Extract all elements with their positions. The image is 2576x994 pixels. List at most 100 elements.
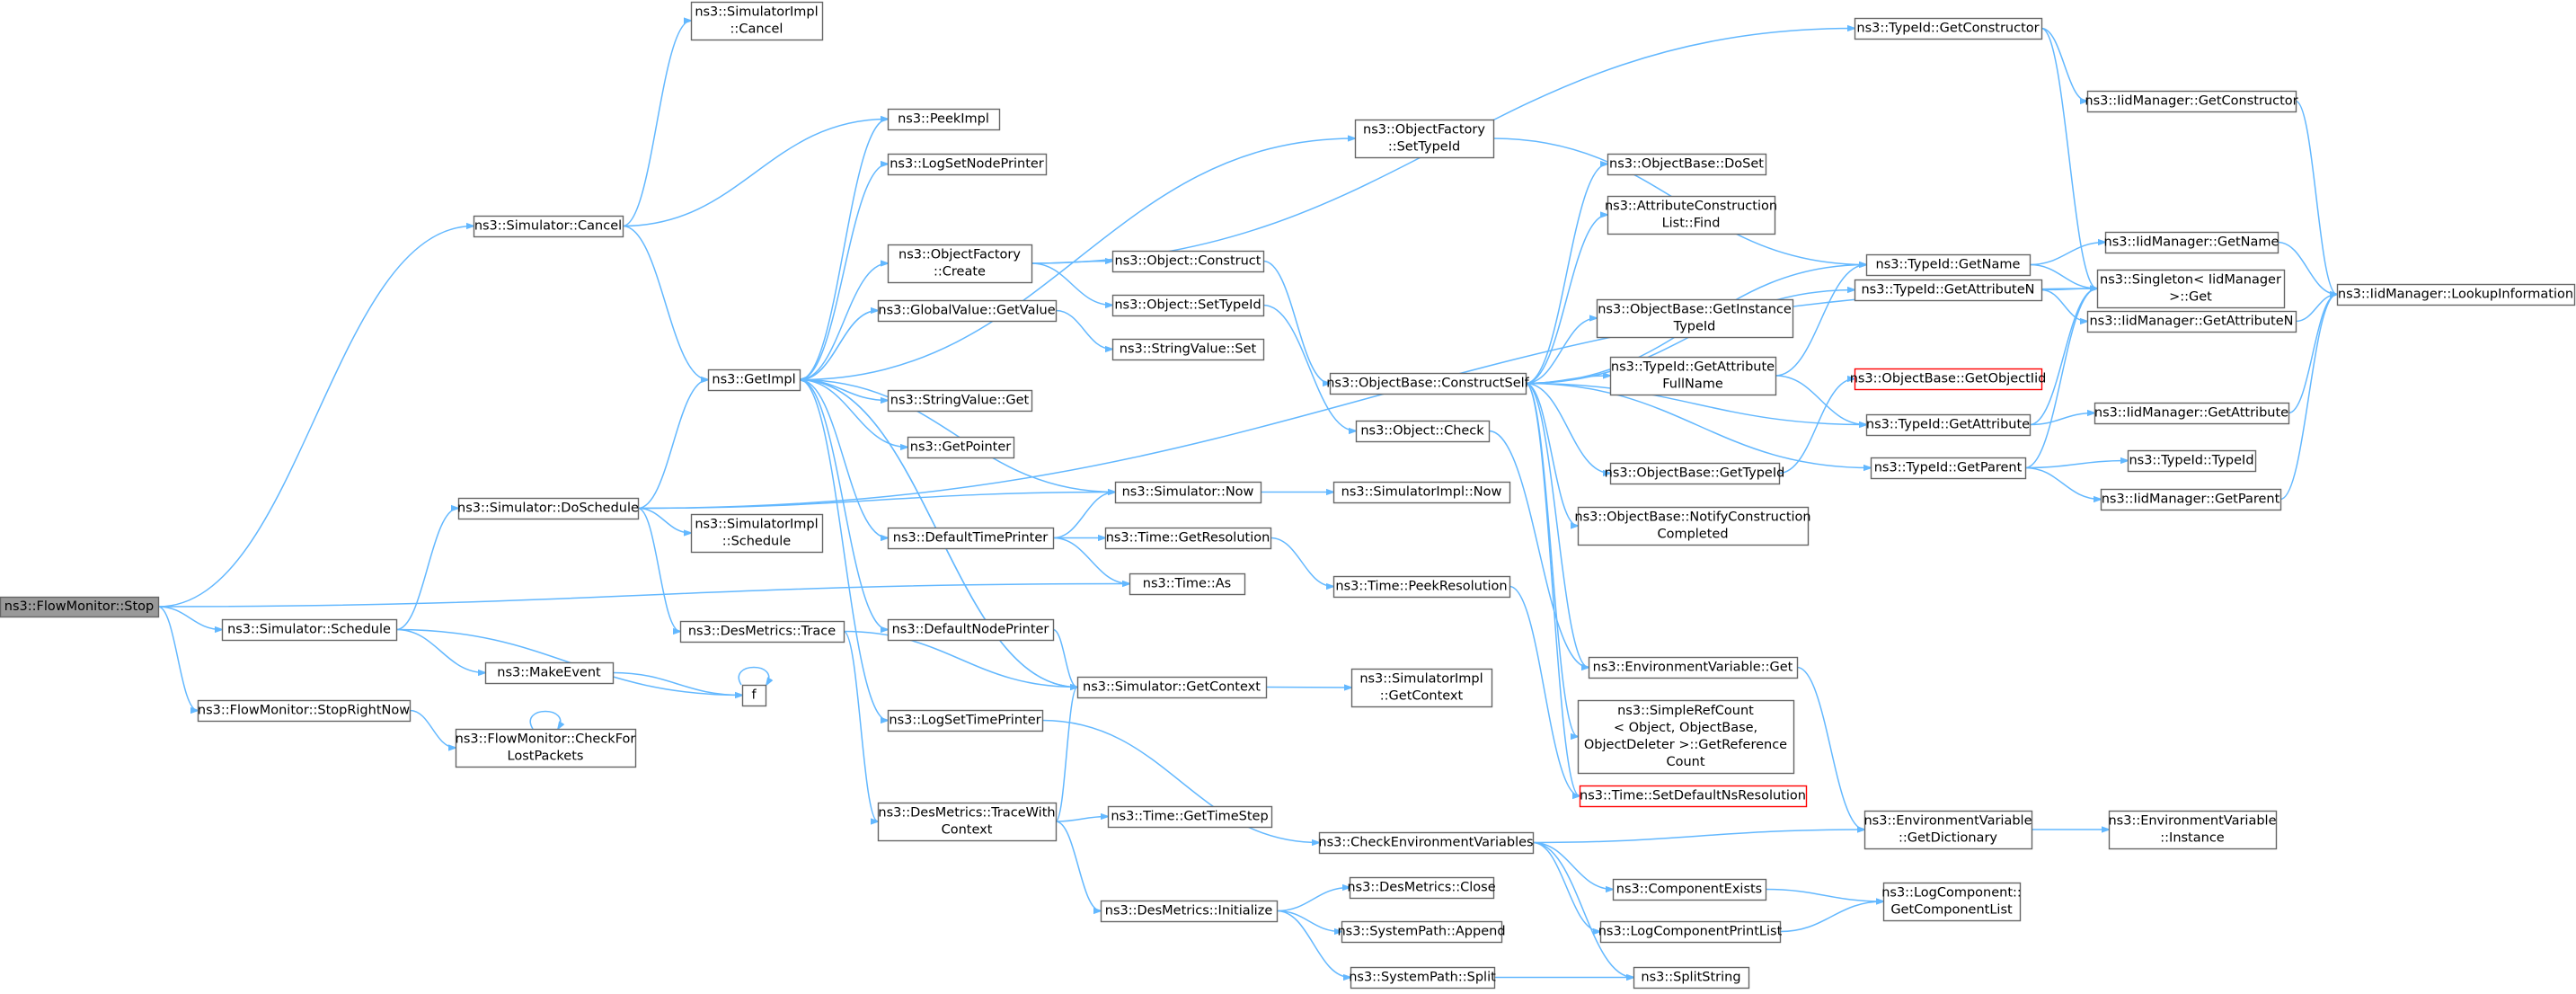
node-box [1332,481,1511,504]
edge-simulator-doschedule-to-singleton-iidmanager-get [637,288,2097,510]
node-time-peekresolution[interactable]: ns3::Time::PeekResolution [1332,575,1511,599]
node-typeid-getattributen[interactable]: ns3::TypeId::GetAttributeN [1854,279,2043,302]
node-simulatorimpl-schedule[interactable]: ns3::SimulatorImpl::Schedule [690,513,824,554]
node-checkenvironmentvariables[interactable]: ns3::CheckEnvironmentVariables [1318,831,1535,855]
node-componentexists[interactable]: ns3::ComponentExists [1612,878,1767,901]
node-f[interactable]: f [741,684,767,707]
node-makeevent[interactable]: ns3::MakeEvent [484,661,615,685]
node-object-check[interactable]: ns3::Object::Check [1355,420,1491,443]
node-splitstring[interactable]: ns3::SplitString [1633,966,1750,990]
node-box [1577,699,1795,775]
node-globalvalue-getvalue[interactable]: ns3::GlobalValue::GetValue [877,299,1058,323]
node-box [473,215,624,238]
node-objectbase-notifyconstructioncompleted[interactable]: ns3::ObjectBase::NotifyConstructionCompl… [1574,506,1811,546]
node-simulatorimpl-cancel[interactable]: ns3::SimulatorImpl::Cancel [690,1,824,41]
node-systempath-append[interactable]: ns3::SystemPath::Append [1337,920,1506,944]
node-objectbase-constructself[interactable]: ns3::ObjectBase::ConstructSelf [1326,372,1530,395]
edge-defaulttimeprinter-to-simulator-now [1052,493,1115,539]
node-flowmonitor-stop[interactable]: ns3::FlowMonitor::Stop [0,596,160,618]
node-label: ns3::SimulatorImpl [695,5,818,20]
node-desmetrics-initialize[interactable]: ns3::DesMetrics::Initialize [1100,900,1279,923]
node-iidmanager-getparent[interactable]: ns3::IidManager::GetParent [2100,488,2282,511]
edge-defaulttimeprinter-to-time-as [1052,537,1129,584]
node-logsettimeprinter[interactable]: ns3::LogSetTimePrinter [887,709,1044,732]
edge-checkenvironmentvariables-to-logcomponentprintlist [1532,841,1600,932]
node-box [1599,920,1782,944]
node-stringvalue-get[interactable]: ns3::StringValue::Get [887,389,1033,413]
node-environmentvariable-instance[interactable]: ns3::EnvironmentVariable::Instance [2108,810,2278,850]
node-peekimpl[interactable]: ns3::PeekImpl [887,108,1001,131]
node-simulatorimpl-now[interactable]: ns3::SimulatorImpl::Now [1332,481,1511,504]
node-simplerefcount-getreferencecount[interactable]: ns3::SimpleRefCount< Object, ObjectBase,… [1577,699,1795,775]
node-time-as[interactable]: ns3::Time::As [1129,572,1246,596]
node-box [2094,402,2290,425]
node-label: ns3::EnvironmentVariable [2108,814,2276,829]
node-environmentvariable-getdictionary[interactable]: ns3::EnvironmentVariable::GetDictionary [1863,810,2033,850]
node-label: < Object, ObjectBase, [1614,721,1757,735]
node-systempath-split[interactable]: ns3::SystemPath::Split [1349,966,1496,990]
node-typeid-getattribute[interactable]: ns3::TypeId::GetAttribute [1865,413,2032,437]
edge-typeid-getattribute-to-singleton-iidmanager-get [2029,288,2097,426]
node-label: ns3::ObjectBase::DoSet [1609,157,1764,172]
node-iidmanager-getconstructor[interactable]: ns3::IidManager::GetConstructor [2085,90,2298,113]
node-box [2096,269,2286,309]
node-getimpl[interactable]: ns3::GetImpl [707,368,801,392]
node-typeid-getparent[interactable]: ns3::TypeId::GetParent [1870,457,2027,480]
node-logcomponent-getcomponentlist[interactable]: ns3::LogComponent::GetComponentList [1881,882,2022,922]
node-box [1612,878,1767,901]
node-objectbase-gettypeid[interactable]: ns3::ObjectBase::GetTypeId [1605,462,1785,485]
node-time-getresolution[interactable]: ns3::Time::GetResolution [1104,527,1272,550]
edge-typeid-getconstructor-to-iidmanager-getconstructor [2040,27,2087,102]
node-iidmanager-getname[interactable]: ns3::IidManager::GetName [2104,231,2279,254]
node-box [1076,676,1268,699]
node-logsetnodeprinter[interactable]: ns3::LogSetNodePrinter [887,153,1048,176]
node-iidmanager-getattribute[interactable]: ns3::IidManager::GetAttribute [2094,402,2290,425]
node-object-settypeid[interactable]: ns3::Object::SetTypeId [1111,294,1265,317]
node-desmetrics-close[interactable]: ns3::DesMetrics::Close [1347,876,1496,900]
node-objectfactory-create[interactable]: ns3::ObjectFactory::Create [887,244,1033,284]
node-label: ns3::DesMetrics::Initialize [1105,904,1273,919]
edge-globalvalue-getvalue-to-stringvalue-set [1055,309,1112,350]
node-objectbase-doset[interactable]: ns3::ObjectBase::DoSet [1607,153,1767,176]
node-label: List::Find [1662,217,1721,231]
node-box [1607,153,1767,176]
node-defaultnodeprinter[interactable]: ns3::DefaultNodePrinter [887,618,1055,642]
node-typeid-getname[interactable]: ns3::TypeId::GetName [1865,253,2032,277]
edge-getimpl-to-getpointer [799,378,907,448]
node-simulatorimpl-getcontext[interactable]: ns3::SimulatorImpl::GetContext [1350,668,1493,708]
node-simulator-getcontext[interactable]: ns3::Simulator::GetContext [1076,676,1268,699]
node-environmentvariable-get[interactable]: ns3::EnvironmentVariable::Get [1588,656,1799,679]
node-typeid-typeid[interactable]: ns3::TypeId::TypeId [2127,449,2257,473]
node-objectfactory-settypeid[interactable]: ns3::ObjectFactory::SetTypeId [1354,119,1495,159]
node-typeid-getconstructor[interactable]: ns3::TypeId::GetConstructor [1854,17,2043,40]
edge-object-settypeid-to-object-check [1262,304,1356,431]
node-box [1350,668,1493,708]
node-flowmonitor-stoprightnow[interactable]: ns3::FlowMonitor::StopRightNow [197,699,412,723]
node-simulator-doschedule[interactable]: ns3::Simulator::DoSchedule [457,497,640,520]
node-defaulttimeprinter[interactable]: ns3::DefaultTimePrinter [887,527,1055,550]
node-box [1111,338,1265,361]
node-iidmanager-getattributen[interactable]: ns3::IidManager::GetAttributeN [2086,310,2297,333]
node-objectbase-getobjectiid[interactable]: ns3::ObjectBase::GetObjectIid [1850,368,2047,391]
node-stringvalue-set[interactable]: ns3::StringValue::Set [1111,338,1265,361]
edge-time-peekresolution-to-time-setdefaultnsresolution [1509,585,1580,796]
node-object-construct[interactable]: ns3::Object::Construct [1111,250,1265,273]
node-iidmanager-lookupinformation[interactable]: ns3::IidManager::LookupInformation [2336,283,2576,306]
node-desmetrics-trace[interactable]: ns3::DesMetrics::Trace [679,620,845,643]
node-singleton-iidmanager-get[interactable]: ns3::Singleton< IidManager>::Get [2096,269,2286,309]
node-simulator-now[interactable]: ns3::Simulator::Now [1114,481,1262,504]
node-simulator-schedule[interactable]: ns3::Simulator::Schedule [221,618,398,642]
node-time-setdefaultnsresolution[interactable]: ns3::Time::SetDefaultNsResolution [1579,785,1808,808]
edge-iidmanager-getname-to-iidmanager-lookupinformation [2277,241,2337,295]
node-logcomponentprintlist[interactable]: ns3::LogComponentPrintList [1598,920,1783,944]
node-box [1111,294,1265,317]
node-box [1854,17,2043,40]
node-simulator-cancel[interactable]: ns3::Simulator::Cancel [473,215,624,238]
node-getpointer[interactable]: ns3::GetPointer [907,436,1015,459]
node-time-gettimestep[interactable]: ns3::Time::GetTimeStep [1107,805,1273,829]
